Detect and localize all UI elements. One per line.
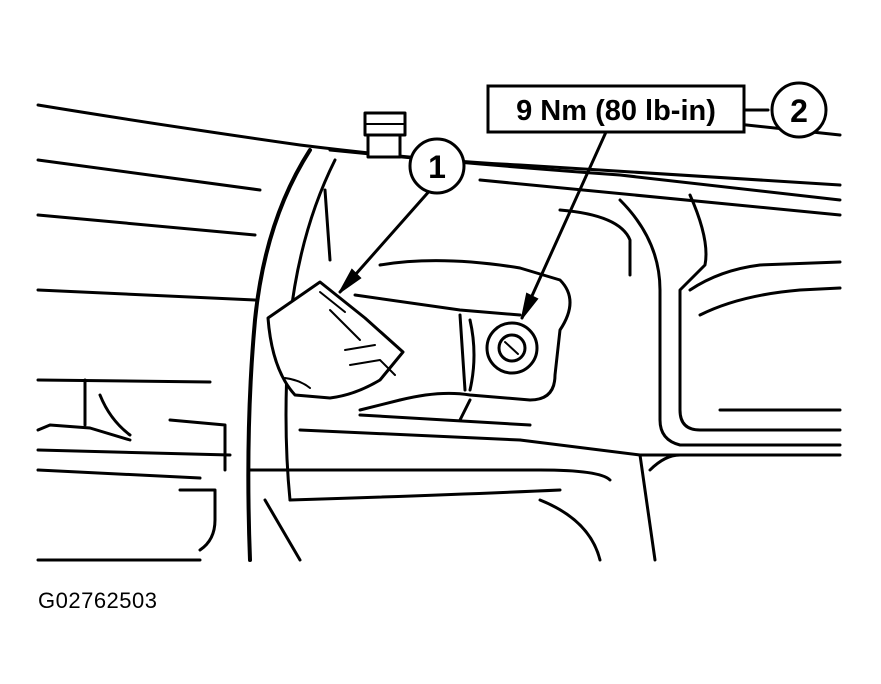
sensor-component bbox=[266, 280, 405, 400]
callout-1-number: 1 bbox=[428, 149, 446, 185]
lower-frame bbox=[36, 378, 842, 562]
torque-label: 9 Nm (80 lb-in) bbox=[516, 95, 716, 127]
callout-2-number: 2 bbox=[790, 93, 808, 129]
callout-1: 1 bbox=[338, 137, 466, 294]
torque-label-box bbox=[486, 84, 746, 134]
right-structure bbox=[558, 193, 842, 447]
plug-cap bbox=[363, 111, 407, 159]
figure-id: G02762503 bbox=[38, 588, 158, 613]
callout-2: 9 Nm (80 lb-in) 2 bbox=[486, 81, 828, 320]
mounting-bracket bbox=[353, 259, 572, 422]
bolt-component bbox=[485, 321, 539, 375]
